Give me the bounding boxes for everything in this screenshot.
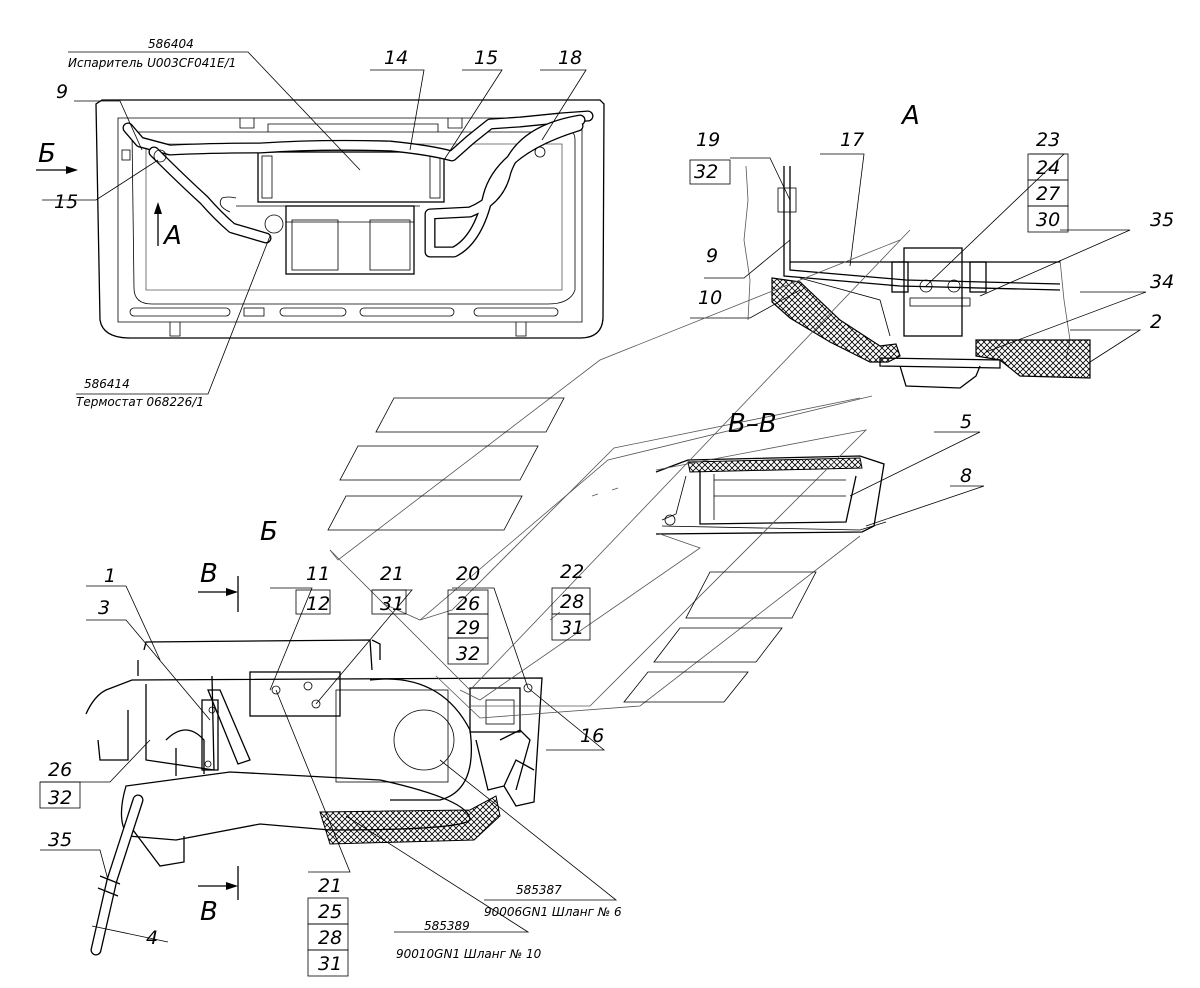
callout-2: 2: [1150, 311, 1162, 333]
evaporator-name: Испаритель U003CF041E/1: [68, 56, 236, 70]
hose10-code: 585389: [424, 919, 470, 933]
callout-32: 32: [456, 643, 480, 665]
callout-11: 11: [306, 563, 330, 585]
view-b-arrow-label: Б: [38, 139, 56, 169]
callout-9: 9: [706, 245, 718, 267]
callout-32: 32: [694, 161, 718, 183]
callout-12: 12: [306, 593, 330, 615]
plan-view: [36, 99, 605, 339]
callout-22: 22: [560, 561, 584, 583]
callout-15: 15: [54, 191, 78, 213]
callout-15: 15: [474, 47, 498, 69]
view-b-title: Б: [260, 517, 278, 547]
callout-20: 20: [456, 563, 480, 585]
view-a-arrow-label: А: [162, 221, 182, 251]
section-vv-title: В–В: [728, 409, 777, 439]
callout-4: 4: [146, 927, 158, 949]
callout-31: 31: [318, 953, 342, 975]
view-a-title: А: [900, 101, 920, 131]
callout-26: 26: [456, 593, 480, 615]
callout-30: 30: [1036, 209, 1060, 231]
callout-1: 1: [104, 565, 116, 587]
thermostat-name: Термостат 068226/1: [76, 395, 204, 409]
callout-27: 27: [1036, 183, 1060, 205]
callout-23: 23: [1036, 129, 1060, 151]
hose6-code: 585387: [516, 883, 562, 897]
section-v-top: В: [200, 559, 218, 589]
callout-24: 24: [1036, 157, 1060, 179]
callout-32: 32: [48, 787, 72, 809]
callout-31: 31: [380, 593, 404, 615]
callout-14: 14: [384, 47, 408, 69]
callout-28: 28: [560, 591, 584, 613]
section-v-bottom: В: [200, 897, 218, 927]
callout-8: 8: [960, 465, 972, 487]
callout-28: 28: [318, 927, 342, 949]
thermostat-code: 586414: [84, 377, 130, 391]
callout-31: 31: [560, 617, 584, 639]
callout-9: 9: [56, 81, 68, 103]
callout-26: 26: [48, 759, 72, 781]
callout-35: 35: [1150, 209, 1174, 231]
callout-21: 21: [318, 875, 342, 897]
callout-3: 3: [98, 597, 110, 619]
callout-5: 5: [960, 411, 972, 433]
callout-10: 10: [698, 287, 722, 309]
callout-21: 21: [380, 563, 404, 585]
hose6-name: 90006GN1 Шланг № 6: [484, 905, 622, 919]
callout-34: 34: [1150, 271, 1174, 293]
detail-a: [743, 165, 1091, 389]
view-b: [85, 576, 543, 956]
evaporator-code: 586404: [148, 37, 194, 51]
callout-29: 29: [456, 617, 480, 639]
callout-16: 16: [580, 725, 604, 747]
callout-25: 25: [318, 901, 342, 923]
callout-35: 35: [48, 829, 72, 851]
callout-17: 17: [840, 129, 864, 151]
callout-18: 18: [558, 47, 582, 69]
section-vv: [655, 455, 887, 535]
callout-19: 19: [696, 129, 720, 151]
hose10-name: 90010GN1 Шланг № 10: [396, 947, 542, 961]
